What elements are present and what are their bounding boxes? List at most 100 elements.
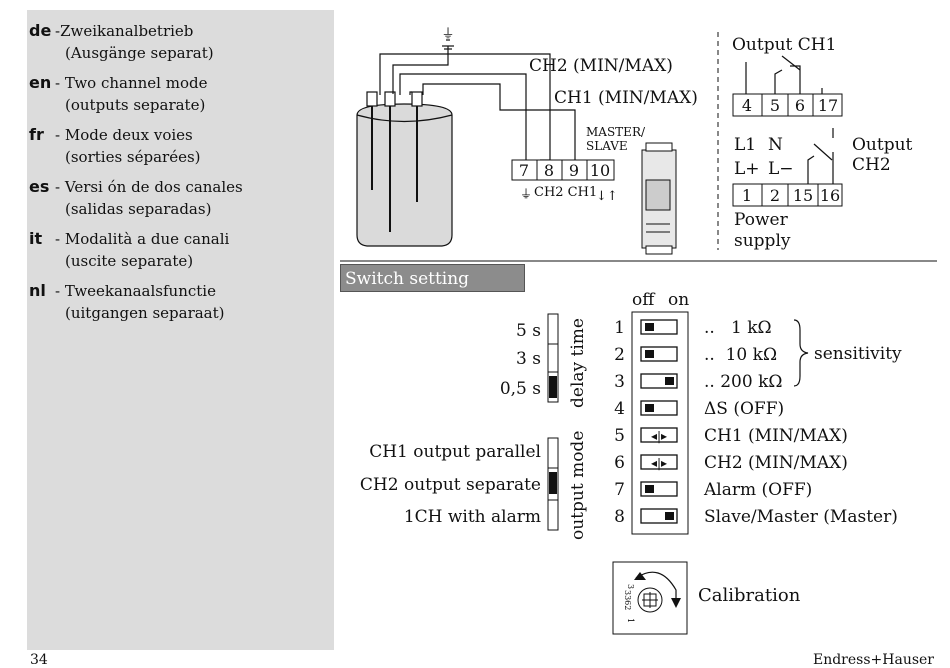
lang-subtext: (uitgangen separaat) — [65, 304, 225, 322]
lminus-label: L− — [768, 159, 794, 179]
dip-switch-knob — [645, 323, 654, 331]
output-ch1-label: Output CH1 — [732, 35, 836, 55]
terminal-7: 7 — [519, 161, 529, 180]
off-label: off — [632, 290, 656, 310]
terminal-17: 17 — [818, 96, 838, 115]
svg-text:⏚: ⏚ — [441, 27, 454, 42]
lang-subtext: (Ausgänge separat) — [65, 44, 214, 62]
dip-switch-knob — [645, 404, 654, 412]
dip-switch-either-icon: ◂|▸ — [651, 429, 667, 443]
mode-option-parallel: CH1 output parallel — [369, 442, 541, 462]
relay-ch1 — [745, 55, 823, 94]
lang-text: Zweikanalbetrieb — [60, 22, 194, 40]
terminal-9: 9 — [569, 161, 579, 180]
output-mode-selector — [547, 437, 559, 531]
page-number: 34 — [30, 652, 48, 668]
switch-setting-header: Switch setting — [340, 264, 525, 292]
dial-label-3: 3 — [626, 584, 635, 589]
lang-text: Mode deux voies — [64, 126, 193, 144]
lang-code: es — [29, 177, 50, 196]
switch-number: 1 — [614, 318, 625, 338]
dial-label-3362: 3362 — [623, 590, 632, 610]
dial-label-1: 1 — [626, 618, 635, 623]
dip-switch-5 — [640, 427, 678, 443]
output-ch2-label: Output — [852, 135, 913, 155]
dip-switch-knob — [645, 485, 654, 493]
delay-option-3s: 3 s — [516, 349, 541, 369]
terminal-8: 8 — [544, 161, 554, 180]
lang-subtext: (sorties séparées) — [65, 148, 201, 166]
svg-text:↓↑: ↓↑ — [596, 189, 618, 204]
l1-label: L1 — [734, 135, 756, 155]
language-panel: de -Zweikanalbetrieb (Ausgänge separat) … — [27, 10, 334, 650]
din-rail-device — [641, 142, 677, 255]
power-label-2: supply — [734, 231, 791, 251]
switch-number: 2 — [614, 345, 625, 365]
terminal-4: 4 — [742, 96, 752, 115]
lang-text: Versi ón de dos canales — [64, 178, 243, 196]
lang-subtext: (uscite separate) — [65, 252, 194, 270]
lang-subtext: (salidas separadas) — [65, 200, 212, 218]
switch-number: 7 — [614, 480, 625, 500]
switch-label: .. 10 kΩ — [704, 345, 777, 365]
switch-number: 5 — [614, 426, 625, 446]
sensitivity-brace — [793, 319, 809, 387]
brand-name: Endress+Hauser — [812, 652, 934, 668]
terminal-block-signal: 7 8 9 10 — [511, 159, 615, 181]
switch-label: Slave/Master (Master) — [704, 507, 898, 527]
lang-text: Two channel mode — [64, 74, 208, 92]
tank-illustration — [356, 91, 453, 247]
mode-option-alarm: 1CH with alarm — [404, 507, 541, 527]
terminal-5: 5 — [770, 96, 780, 115]
switch-label: ΔS (OFF) — [704, 399, 784, 419]
switch-label: CH2 (MIN/MAX) — [704, 453, 848, 473]
master-slave-label: MASTER/ — [586, 125, 646, 139]
wires — [379, 39, 576, 161]
output-ch2-label-2: CH2 — [852, 155, 891, 175]
lang-code: fr — [29, 125, 44, 144]
switch-number: 4 — [614, 399, 625, 419]
calibration-dial: 3 3362 1 — [612, 561, 688, 635]
sensitivity-label: sensitivity — [814, 344, 902, 364]
switch-number: 8 — [614, 507, 625, 527]
on-label: on — [668, 290, 689, 310]
svg-text:⏚: ⏚ — [520, 187, 532, 201]
switch-label: Alarm (OFF) — [703, 480, 812, 500]
dip-switch-knob — [665, 377, 674, 385]
lang-subtext: (outputs separate) — [65, 96, 206, 114]
dip-switch-knob — [665, 512, 674, 520]
terminal-block-ch1: 4 5 6 17 — [732, 93, 843, 117]
delay-option-5s: 5 s — [516, 321, 541, 341]
lplus-label: L+ — [734, 159, 760, 179]
power-label: Power — [734, 210, 789, 230]
terminal-1: 1 — [742, 186, 752, 205]
relay-ch2 — [807, 128, 834, 184]
lang-text: Tweekanaalsfunctie — [64, 282, 216, 300]
dip-switch-knob — [645, 350, 654, 358]
switch-label: .. 200 kΩ — [704, 372, 782, 392]
switch-label: CH1 (MIN/MAX) — [704, 426, 848, 446]
terminal-10: 10 — [590, 161, 610, 180]
lang-code: nl — [29, 281, 46, 300]
ch1-label: CH1 (MIN/MAX) — [554, 88, 698, 108]
switch-number: 6 — [614, 453, 625, 473]
dip-switch-block — [631, 311, 689, 535]
lang-code: de — [29, 21, 52, 40]
terminal-6: 6 — [795, 96, 805, 115]
delay-option-05s: 0,5 s — [500, 379, 541, 399]
dip-switches: ◂|▸ ◂|▸ — [640, 319, 678, 524]
output-mode-label: output mode — [568, 431, 588, 540]
mode-option-separate: CH2 output separate — [360, 475, 541, 495]
delay-time-selector — [547, 313, 559, 403]
ch2-label: CH2 (MIN/MAX) — [529, 56, 673, 76]
calibration-label: Calibration — [698, 585, 801, 606]
terminal-16: 16 — [820, 186, 840, 205]
dip-switch-either-icon: ◂|▸ — [651, 456, 667, 470]
delay-time-label: delay time — [568, 318, 588, 408]
n-label: N — [768, 135, 783, 155]
terminal-15: 15 — [793, 186, 813, 205]
lang-code: it — [29, 229, 43, 248]
dip-switch-6 — [640, 454, 678, 470]
switch-label: .. 1 kΩ — [704, 318, 772, 338]
